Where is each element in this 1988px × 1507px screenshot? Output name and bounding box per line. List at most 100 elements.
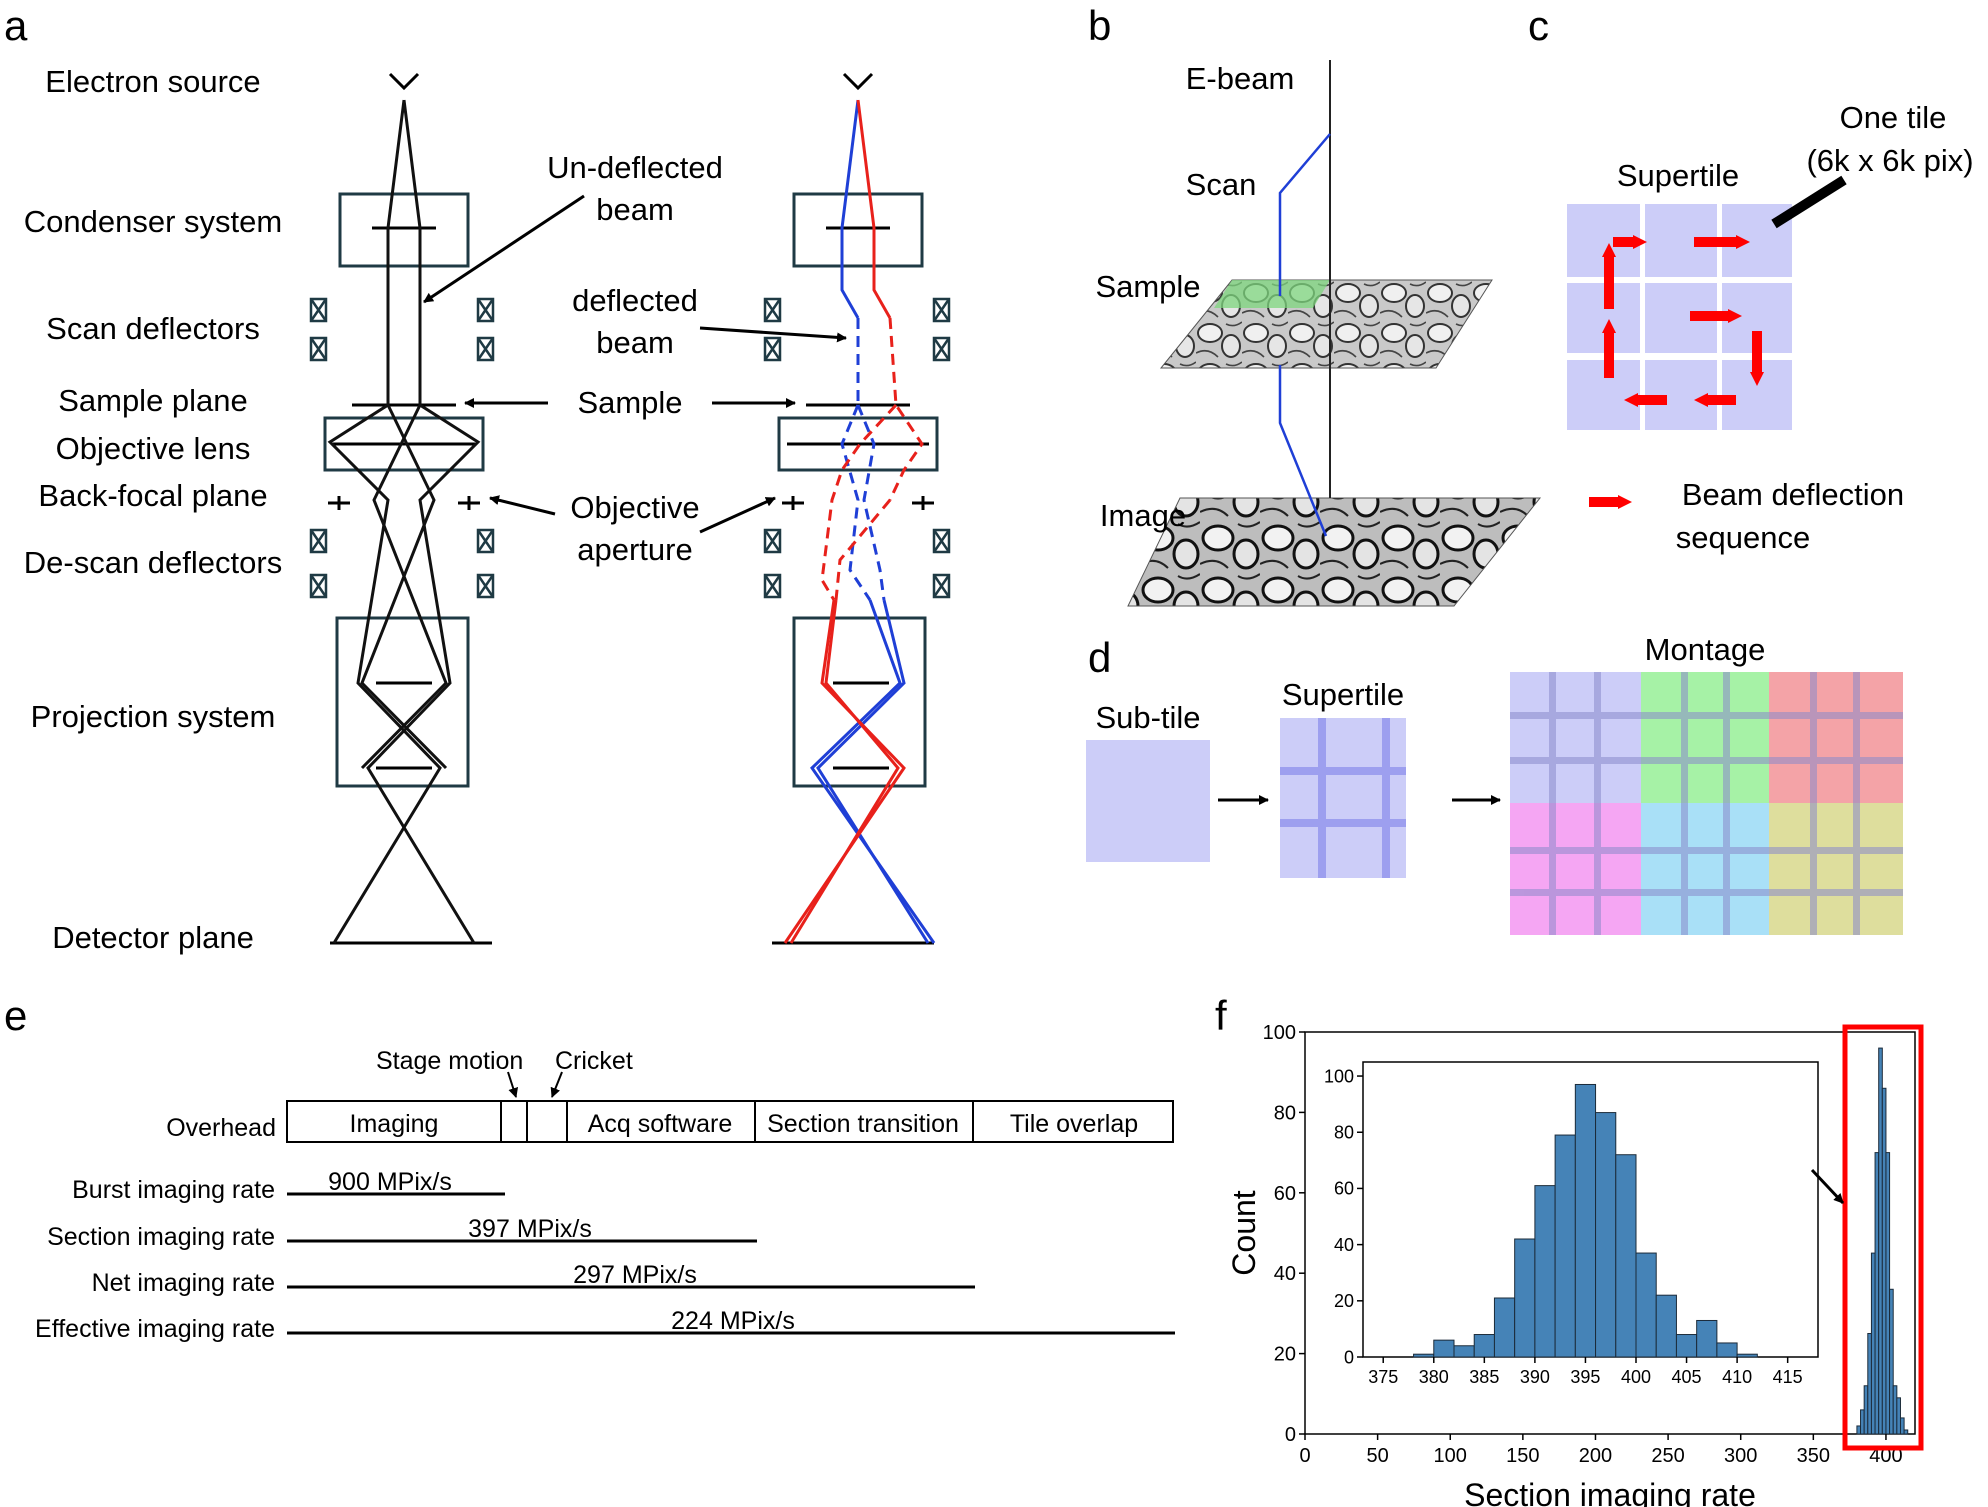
deflector-icon [932, 573, 951, 599]
red-ray-dashed [820, 317, 924, 601]
rate-label-burst: Burst imaging rate [72, 1176, 275, 1204]
deflector-icon [476, 336, 495, 362]
overhead-segment-labels: Imaging Acq software Section transition … [350, 1110, 1139, 1138]
x-tick-label: 50 [1366, 1445, 1388, 1467]
histogram-bar [1514, 1238, 1536, 1358]
histogram-bar [1885, 1152, 1891, 1435]
histogram-bar [1675, 1334, 1698, 1358]
x-axis-label: Section imaging rate [1464, 1477, 1756, 1507]
overhead-bar [286, 1100, 1174, 1143]
panel-d-labels: Sub-tile Supertile Montage [1095, 632, 1765, 735]
overlap-band [1280, 819, 1406, 827]
deflector-icon-cross [763, 337, 782, 361]
histogram-bar [1716, 1342, 1738, 1358]
label-aperture-1: Objective [570, 490, 699, 525]
scan-path [1278, 133, 1331, 537]
deflector-icon [309, 573, 328, 599]
label-montage: Montage [1645, 632, 1766, 667]
row-label-projection-system: Projection system [31, 699, 276, 734]
deflector-icon [763, 336, 782, 362]
label-legend-1: Beam deflection [1682, 477, 1904, 512]
overhead-dividers [500, 1101, 974, 1142]
overlap-band [1810, 672, 1817, 935]
arrow-cricket [550, 1071, 563, 1098]
row-label-condenser-system: Condenser system [24, 204, 282, 239]
histogram-bar [1493, 1297, 1516, 1358]
histogram-bar [1554, 1134, 1576, 1358]
annotation-arrows-e [507, 1071, 563, 1098]
montage-tile-olive [1769, 803, 1903, 935]
label-legend-2: sequence [1676, 520, 1810, 555]
y-tick-label: 80 [1334, 1123, 1354, 1143]
arrow-stage-motion [507, 1071, 519, 1098]
overlap-band [1510, 712, 1903, 719]
red-ray-solid-lower-2 [789, 599, 900, 944]
ray-undeflected-2 [366, 99, 481, 944]
x-tick-label: 410 [1722, 1367, 1752, 1387]
label-sample-b: Sample [1095, 269, 1200, 304]
label-supertile-c: Supertile [1617, 158, 1739, 193]
rate-value-burst: 900 MPix/s [328, 1168, 452, 1196]
panel-d: Sub-tile Supertile Montage [1086, 632, 1903, 935]
x-tick-label: 385 [1469, 1367, 1499, 1387]
supertile-overlaps [1280, 718, 1406, 878]
label-undeflected-1: Un-deflected [547, 150, 723, 185]
condenser-box-left [338, 192, 470, 268]
x-tick-label: 200 [1579, 1445, 1612, 1467]
montage [1510, 672, 1903, 935]
row-label-back-focal-plane: Back-focal plane [38, 478, 267, 513]
row-label-de-scan-deflectors: De-scan deflectors [24, 545, 282, 580]
histogram-bar [1433, 1339, 1455, 1358]
row-labels: Electron source Condenser system Scan de… [24, 64, 282, 955]
panel-letter-c: c [1528, 2, 1549, 49]
red-rays [783, 99, 924, 944]
ray-undeflected-4 [360, 404, 448, 770]
y-tick-label: 100 [1324, 1066, 1354, 1086]
rate-value-effective: 224 MPix/s [671, 1307, 795, 1335]
histogram-bar [1595, 1112, 1617, 1358]
histogram-bar [1696, 1319, 1718, 1358]
histogram-bar [1413, 1353, 1435, 1358]
y-tick-label: 40 [1334, 1235, 1354, 1255]
deflector-icon [763, 528, 782, 554]
highlight-box [1842, 1024, 1924, 1451]
red-ray-solid-upper [856, 99, 892, 319]
y-tick-label: 60 [1334, 1179, 1354, 1199]
label-deflected-2: beam [596, 325, 674, 360]
ray-undeflected-1 [327, 99, 442, 944]
deflector-icon [476, 297, 495, 323]
panel-b: E-beam Scan Sample Image [1095, 60, 1542, 607]
deflector-icon [932, 336, 951, 362]
projection-box-right [792, 616, 927, 788]
deflector-icon-cross [309, 298, 328, 322]
x-tick-label: 150 [1506, 1445, 1539, 1467]
undeflected-rays [327, 99, 481, 944]
montage-tile-blue [1510, 672, 1641, 803]
blue-ray-dashed [840, 318, 872, 601]
histogram-bar [1856, 1425, 1862, 1435]
histogram-bar [1889, 1288, 1894, 1435]
middle-annotations: Un-deflected beam deflected beam Sample … [547, 150, 723, 567]
histogram-bar [1736, 1353, 1758, 1358]
histogram-bar [1574, 1083, 1597, 1358]
label-cricket: Cricket [555, 1047, 633, 1075]
deflector-icon-cross [763, 529, 782, 553]
deflector-icon-cross [932, 298, 951, 322]
deflector-icon-cross [932, 529, 951, 553]
panel-c: Supertile One tile (6k x 6k pix) Beam de… [1567, 100, 1974, 555]
panel-letter-b: b [1088, 2, 1111, 49]
deflector-icon [763, 573, 782, 599]
overlap-band [1723, 672, 1730, 935]
x-tick-label: 0 [1299, 1445, 1310, 1467]
histogram-bar [1615, 1154, 1637, 1358]
overlap-band [1853, 672, 1860, 935]
x-tick-label: 350 [1797, 1445, 1830, 1467]
segment-imaging: Imaging [350, 1110, 439, 1138]
histogram-bar [1655, 1294, 1677, 1358]
x-tick-label: 250 [1651, 1445, 1684, 1467]
deflector-icon [476, 573, 495, 599]
histogram-bar [1892, 1385, 1898, 1435]
